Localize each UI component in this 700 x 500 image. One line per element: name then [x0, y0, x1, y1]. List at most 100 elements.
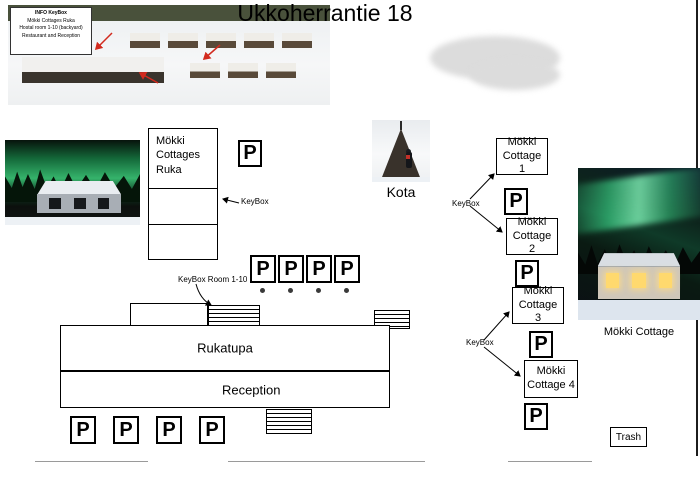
aurora-streak [578, 168, 700, 235]
rukatupa-building: Rukatupa [60, 325, 390, 371]
parking-symbol: P [243, 142, 257, 164]
parking-symbol: P [205, 418, 219, 441]
night-cottage-photo [578, 168, 700, 320]
stairs [266, 409, 312, 434]
parking-badge: P [334, 255, 360, 283]
aerial-cabin [206, 33, 236, 48]
parking-badge: P [306, 255, 332, 283]
cottage-walls [597, 266, 681, 299]
aerial-photo: INFO KeyBox Mökki Cottages Ruka Hostal r… [8, 5, 330, 105]
cottage-silhouette [597, 253, 681, 299]
keybox-label: KeyBox [452, 199, 480, 208]
marker-dot [316, 288, 321, 293]
cottage-3-box: Mökki Cottage 3 [512, 285, 564, 324]
trash-box: Trash [610, 427, 647, 447]
night-cottage-caption: Mökki Cottage [603, 326, 675, 338]
kota-pole [400, 121, 403, 130]
aerial-cabin [190, 63, 220, 78]
person-jacket [406, 154, 411, 159]
snow-ground [5, 216, 140, 225]
aerial-cabin [244, 33, 274, 48]
reception-label: Reception [221, 382, 281, 397]
road-line [35, 461, 148, 462]
parking-symbol: P [340, 257, 354, 280]
marker-dot [288, 288, 293, 293]
info-box-line: Hostal room 1-10 (backyard) [19, 25, 83, 31]
divider [149, 188, 217, 189]
marker-dot [344, 288, 349, 293]
parking-badge: P [238, 140, 262, 167]
window [632, 273, 646, 289]
window [49, 198, 61, 209]
person-silhouette [405, 152, 412, 169]
parking-symbol: P [529, 405, 543, 427]
label-line: Cottages [156, 149, 201, 162]
window [74, 198, 86, 209]
parking-symbol: P [284, 257, 298, 280]
kota-structure [382, 128, 420, 178]
person-silhouette [405, 148, 411, 154]
parking-symbol: P [534, 333, 548, 355]
parking-badge: P [504, 188, 528, 215]
keybox-room-label: KeyBox Room 1-10 [178, 275, 248, 284]
stairs [208, 305, 260, 326]
parking-symbol: P [162, 418, 176, 441]
porch-structure [130, 303, 208, 326]
kota-caption: Kota [386, 184, 416, 200]
keybox-label: KeyBox [241, 197, 269, 206]
divider [149, 224, 217, 225]
aerial-cabin [228, 63, 258, 78]
page-title: Ukkoherrantie 18 [237, 0, 413, 26]
window [605, 273, 620, 289]
info-box-line: Restaurant and Reception [21, 32, 81, 39]
parking-badge: P [529, 331, 553, 358]
label-line: Mökki [156, 135, 185, 147]
parking-badge: P [199, 416, 225, 444]
cloud-smudge [470, 60, 560, 90]
cottages-ruka-label: Mökki Cottages Ruka [149, 129, 217, 177]
cottage-2-box: Mökki Cottage 2 [506, 216, 558, 255]
parking-symbol: P [256, 257, 270, 280]
reception-building: Reception [60, 371, 390, 408]
cottage-walls [37, 194, 122, 214]
parking-symbol: P [76, 418, 90, 441]
window [97, 198, 110, 209]
info-box-line: Mökki Cottages Ruka [27, 17, 75, 24]
aerial-cabin [282, 33, 312, 48]
info-box: INFO KeyBox Mökki Cottages Ruka Hostal r… [10, 7, 92, 55]
cottage-roof [597, 253, 681, 267]
parking-symbol: P [119, 418, 133, 441]
parking-symbol: P [509, 190, 523, 212]
parking-badge: P [278, 255, 304, 283]
parking-badge: P [113, 416, 139, 444]
aurora-cottage-photo [5, 140, 140, 225]
label-line: Ruka [156, 163, 182, 176]
road-line [508, 461, 592, 462]
parking-badge: P [250, 255, 276, 283]
parking-badge: P [156, 416, 182, 444]
rukatupa-label: Rukatupa [197, 340, 253, 356]
aerial-cabin [168, 33, 198, 48]
keybox-label: KeyBox [466, 338, 494, 347]
snow-ground [578, 300, 700, 320]
cottage-1-box: Mökki Cottage 1 [496, 136, 548, 175]
parking-badge: P [70, 416, 96, 444]
parking-badge: P [515, 260, 539, 287]
parking-symbol: P [520, 262, 534, 284]
cottage-roof [37, 180, 122, 195]
stairs [374, 310, 410, 329]
window [658, 273, 673, 289]
snow-ground [372, 177, 430, 182]
aerial-cabin [130, 33, 160, 48]
info-box-title: INFO KeyBox [35, 10, 67, 16]
kota-photo [372, 120, 430, 182]
road-line [228, 461, 425, 462]
aerial-cabin [266, 63, 296, 78]
marker-dot [260, 288, 265, 293]
red-arrows [94, 32, 221, 84]
cottage-4-box: Mökki Cottage 4 [524, 360, 578, 398]
parking-badge: P [524, 403, 548, 430]
cottage-silhouette [37, 180, 122, 214]
cottages-ruka-building: Mökki Cottages Ruka [148, 128, 218, 260]
